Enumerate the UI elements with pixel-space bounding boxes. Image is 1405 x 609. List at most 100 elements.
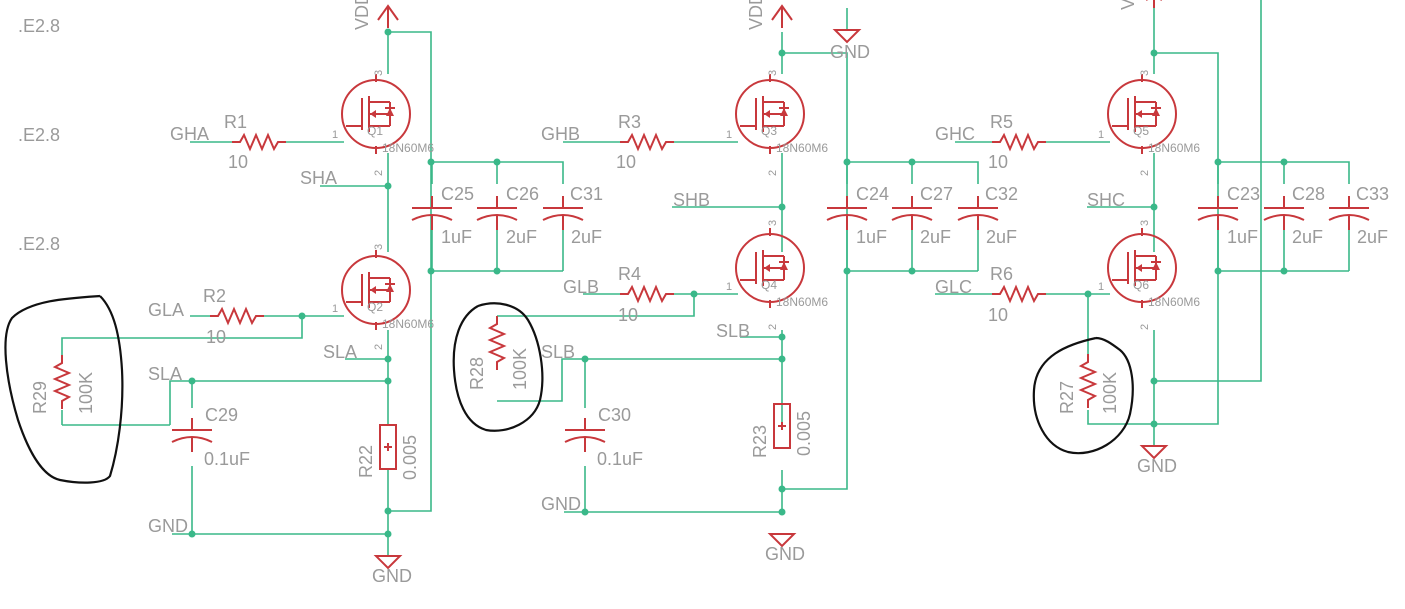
svg-text:C30: C30 xyxy=(598,405,631,425)
capacitor-c33[interactable]: C33 2uF xyxy=(1328,184,1389,247)
svg-text:2: 2 xyxy=(1139,170,1151,176)
gnd-symbol-b: GND xyxy=(765,533,805,564)
svg-text:100K: 100K xyxy=(510,348,530,390)
mosfet-q5[interactable]: Q5 18N60M6 1 3 2 xyxy=(1098,70,1200,176)
capacitor-c32[interactable]: C32 2uF xyxy=(957,184,1018,247)
capacitor-c31[interactable]: C31 2uF xyxy=(542,184,603,247)
capacitor-c30[interactable]: C30 0.1uF xyxy=(564,405,643,469)
phase-b-wires xyxy=(497,8,979,513)
svg-text:100K: 100K xyxy=(76,372,96,414)
svg-text:R23: R23 xyxy=(750,425,770,458)
shunt-resistor-r23[interactable]: R23 0.005 xyxy=(750,403,814,458)
mosfet-q1[interactable]: Q1 18N60M6 1 3 2 xyxy=(332,70,434,176)
svg-text:1: 1 xyxy=(726,281,732,293)
svg-text:10: 10 xyxy=(616,152,636,172)
svg-text:C31: C31 xyxy=(570,184,603,204)
mosfet-q4[interactable]: Q4 18N60M6 1 3 2 xyxy=(726,220,828,330)
resistor-r28[interactable]: R28 100K xyxy=(467,315,530,390)
highlight-circle-r28 xyxy=(452,302,544,432)
svg-text:3: 3 xyxy=(767,220,779,226)
capacitor-c24[interactable]: C24 1uF xyxy=(826,184,889,247)
svg-text:C33: C33 xyxy=(1356,184,1389,204)
net-label-shc: SHC xyxy=(1087,190,1125,210)
phase-c: VDD Q5 18N60M6 1 3 2 Q6 18N60M6 1 3 2 R5… xyxy=(935,0,1389,476)
svg-text:1: 1 xyxy=(332,303,338,315)
phase-b-junctions xyxy=(581,49,916,516)
capacitor-c28[interactable]: C28 2uF xyxy=(1263,184,1325,247)
vdd-label-b: VDD xyxy=(746,0,766,30)
svg-text:18N60M6: 18N60M6 xyxy=(1148,141,1200,155)
svg-text:3: 3 xyxy=(1139,220,1151,226)
resistor-r2[interactable]: R2 10 xyxy=(203,286,265,347)
svg-text:1uF: 1uF xyxy=(441,227,472,247)
svg-text:0.005: 0.005 xyxy=(400,435,420,480)
mosfet-q3[interactable]: Q3 18N60M6 1 3 2 xyxy=(726,70,828,176)
vdd-symbol-a: VDD xyxy=(352,0,399,30)
resistor-r6[interactable]: R6 10 xyxy=(988,264,1047,325)
capacitor-c26[interactable]: C26 2uF xyxy=(476,184,539,247)
svg-text:10: 10 xyxy=(988,305,1008,325)
phase-c-wires xyxy=(935,0,1350,446)
svg-text:18N60M6: 18N60M6 xyxy=(776,295,828,309)
hand-drawn-annotations xyxy=(4,294,1134,484)
svg-text:R4: R4 xyxy=(618,264,641,284)
q2-name: Q2 xyxy=(367,300,383,314)
net-label-slb-2: SLB xyxy=(541,342,575,362)
svg-text:Q6: Q6 xyxy=(1133,278,1149,292)
svg-text:2uF: 2uF xyxy=(920,227,951,247)
svg-text:GND: GND xyxy=(372,566,412,586)
net-label-slb: SLB xyxy=(716,321,750,341)
gnd-symbol-a: GND xyxy=(372,555,412,586)
svg-text:2: 2 xyxy=(373,344,385,350)
highlight-circle-r29 xyxy=(4,294,124,484)
svg-text:1: 1 xyxy=(726,129,732,141)
resistor-r4[interactable]: R4 10 xyxy=(618,264,675,325)
svg-text:2uF: 2uF xyxy=(1357,227,1388,247)
svg-text:R28: R28 xyxy=(467,357,487,390)
svg-text:R27: R27 xyxy=(1057,381,1077,414)
svg-text:2: 2 xyxy=(767,324,779,330)
frame-label-2: .E2.8 xyxy=(18,125,60,145)
svg-text:1uF: 1uF xyxy=(856,227,887,247)
resistor-r27[interactable]: R27 100K xyxy=(1057,353,1120,414)
capacitor-c23[interactable]: C23 1uF xyxy=(1197,184,1260,247)
svg-text:R22: R22 xyxy=(356,445,376,478)
vdd-symbol-c: VDD xyxy=(1118,0,1162,10)
svg-text:Q5: Q5 xyxy=(1133,124,1149,138)
resistor-r5[interactable]: R5 10 xyxy=(988,112,1047,172)
gnd-symbol-b-top: GND xyxy=(830,29,870,62)
svg-text:3: 3 xyxy=(1139,70,1151,76)
svg-text:10: 10 xyxy=(228,152,248,172)
svg-text:0.1uF: 0.1uF xyxy=(204,449,250,469)
frame-label-3: .E2.8 xyxy=(18,234,60,254)
resistor-r3[interactable]: R3 10 xyxy=(616,112,675,172)
capacitor-c25[interactable]: C25 1uF xyxy=(411,184,474,247)
svg-text:18N60M6: 18N60M6 xyxy=(1148,295,1200,309)
mosfet-q6[interactable]: Q6 18N60M6 1 3 2 xyxy=(1098,220,1200,330)
capacitor-c29[interactable]: C29 0.1uF xyxy=(171,405,250,469)
mosfet-q2[interactable]: Q2 18N60M6 1 3 2 xyxy=(332,244,434,350)
svg-text:R6: R6 xyxy=(990,264,1013,284)
phase-c-junctions xyxy=(1084,49,1288,428)
svg-text:0.005: 0.005 xyxy=(794,411,814,456)
shunt-resistor-r22[interactable]: R22 0.005 xyxy=(356,424,420,480)
gnd-symbol-c: GND xyxy=(1137,445,1177,476)
svg-text:R29: R29 xyxy=(30,381,50,414)
svg-text:2uF: 2uF xyxy=(986,227,1017,247)
vdd-label-a: VDD xyxy=(352,0,372,30)
svg-text:10: 10 xyxy=(988,152,1008,172)
capacitor-c27[interactable]: C27 2uF xyxy=(891,184,953,247)
phase-a-wires xyxy=(61,31,564,556)
phase-a: VDD Q1 18N60M6 1 3 2 Q2 18N60M6 1 3 2 R1… xyxy=(30,0,603,586)
net-label-glc: GLC xyxy=(935,277,972,297)
svg-text:2uF: 2uF xyxy=(571,227,602,247)
net-label-gla: GLA xyxy=(148,300,184,320)
svg-text:1uF: 1uF xyxy=(1227,227,1258,247)
resistor-r29[interactable]: R29 100K xyxy=(30,354,96,414)
svg-text:GND: GND xyxy=(765,544,805,564)
resistor-r1[interactable]: R1 10 xyxy=(224,112,287,172)
svg-text:18N60M6: 18N60M6 xyxy=(776,141,828,155)
net-label-sla: SLA xyxy=(323,342,357,362)
frame-label-1: .E2.8 xyxy=(18,16,60,36)
